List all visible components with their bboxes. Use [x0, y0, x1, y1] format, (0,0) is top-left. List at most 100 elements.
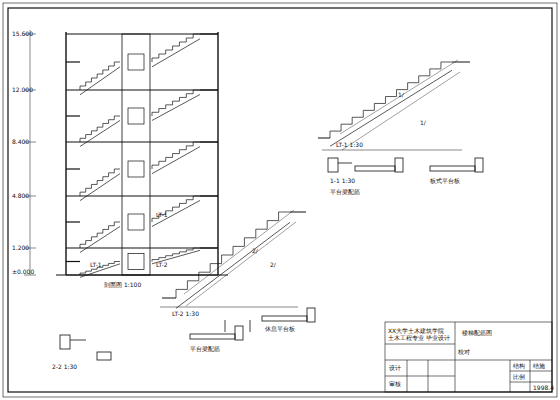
drawn-stroke	[91, 184, 97, 185]
drawing-label: LT-1 1:30	[336, 142, 363, 148]
drawn-stroke	[385, 96, 396, 97]
drawn-stroke	[166, 255, 173, 256]
drawing-label: ±0.000	[12, 269, 34, 275]
drawing-label: LT-1	[156, 212, 168, 218]
drawn-stroke	[86, 271, 92, 272]
drawn-stroke	[173, 46, 180, 47]
drawn-stroke	[341, 124, 352, 125]
window-opening	[128, 108, 144, 124]
drawn-stroke	[179, 203, 180, 207]
drawn-stroke	[429, 69, 430, 76]
drawn-stroke	[165, 157, 166, 161]
drawn-stroke	[97, 181, 98, 185]
drawn-stroke	[108, 120, 109, 124]
drawn-stroke	[109, 119, 115, 120]
drawn-stroke	[199, 272, 210, 273]
drawn-stroke	[352, 117, 363, 118]
drawn-stroke	[176, 289, 177, 298]
drawn-stroke	[396, 90, 397, 97]
drawn-stroke	[173, 207, 180, 208]
drawn-stroke	[80, 138, 86, 139]
drawn-stroke	[159, 108, 166, 109]
drawing-label: 4.800	[12, 193, 29, 199]
drawn-stroke	[152, 94, 200, 120]
drawn-stroke	[279, 212, 290, 213]
drawn-stroke	[66, 221, 80, 222]
drawn-stroke	[179, 251, 186, 252]
drawn-stroke	[86, 240, 92, 241]
title-block	[385, 322, 552, 392]
drawing-label: 设计	[389, 365, 401, 371]
drawing-label: 15.600	[12, 31, 33, 37]
drawn-stroke	[186, 199, 193, 200]
drawn-stroke	[102, 70, 103, 74]
drawn-stroke	[152, 147, 200, 174]
drawn-stroke	[91, 237, 92, 241]
drawing-label: 1.200	[12, 245, 29, 251]
drawn-stroke	[186, 249, 193, 250]
drawing-label: 1/	[398, 92, 404, 98]
drawn-stroke	[179, 97, 180, 101]
drawn-stroke	[330, 131, 331, 138]
drawing-label: 土木工程专业 毕业设计	[388, 336, 450, 342]
drawn-stroke	[152, 259, 159, 260]
drawn-stroke	[103, 123, 109, 124]
drawn-stroke	[66, 33, 218, 34]
drawn-stroke	[193, 248, 200, 249]
drawn-stroke	[108, 66, 109, 70]
drawn-stroke	[342, 72, 460, 150]
drawn-stroke	[173, 253, 180, 254]
drawn-stroke	[109, 263, 115, 264]
drawn-stroke	[193, 142, 194, 146]
drawn-stroke	[66, 195, 218, 196]
drawn-stroke	[109, 66, 115, 67]
drawn-stroke	[152, 165, 153, 169]
drawn-stroke	[172, 46, 173, 50]
drawn-stroke	[200, 195, 218, 196]
drawn-stroke	[80, 192, 81, 196]
drawn-stroke	[278, 212, 279, 221]
drawn-stroke	[330, 131, 341, 132]
drawn-stroke	[108, 173, 109, 177]
drawing-label: 平台梁配筋	[330, 190, 360, 196]
drawn-stroke	[103, 70, 109, 71]
drawn-stroke	[80, 120, 120, 146]
drawn-stroke	[152, 218, 153, 222]
drawn-stroke	[186, 93, 193, 94]
drawn-stroke	[114, 261, 120, 262]
drawn-stroke	[179, 97, 186, 98]
drawn-stroke	[66, 115, 80, 116]
drawn-stroke	[114, 62, 115, 66]
drawn-stroke	[340, 60, 458, 134]
drawn-stroke	[103, 229, 109, 230]
drawn-stroke	[176, 222, 290, 308]
drawn-stroke	[193, 196, 194, 200]
drawing-label: 1/	[420, 120, 426, 126]
drawn-stroke	[172, 207, 173, 211]
drawn-stroke	[193, 90, 194, 94]
drawn-stroke	[221, 255, 222, 264]
drawn-stroke	[186, 38, 193, 39]
drawn-stroke	[244, 237, 255, 238]
drawn-stroke	[318, 138, 330, 139]
drawing-label: LT-2 1:30	[172, 311, 199, 317]
drawn-stroke	[80, 86, 86, 87]
drawing-label: LT-1	[90, 262, 102, 268]
drawn-stroke	[179, 150, 180, 154]
drawn-stroke	[86, 82, 92, 83]
drawn-stroke	[114, 222, 120, 223]
drawing-label: 结构	[513, 363, 525, 369]
drawn-stroke	[172, 154, 173, 158]
drawn-stroke	[66, 168, 80, 169]
drawn-stroke	[80, 138, 81, 142]
drawn-stroke	[233, 246, 234, 255]
drawn-stroke	[441, 62, 452, 63]
drawn-stroke	[109, 225, 115, 226]
drawn-stroke	[267, 220, 278, 221]
drawn-stroke	[341, 124, 342, 131]
drawn-stroke	[200, 141, 218, 142]
drawing-label: 休息平台板	[265, 326, 295, 332]
drawn-stroke	[114, 62, 120, 63]
drawn-stroke	[374, 103, 385, 104]
drawn-stroke	[166, 157, 173, 158]
